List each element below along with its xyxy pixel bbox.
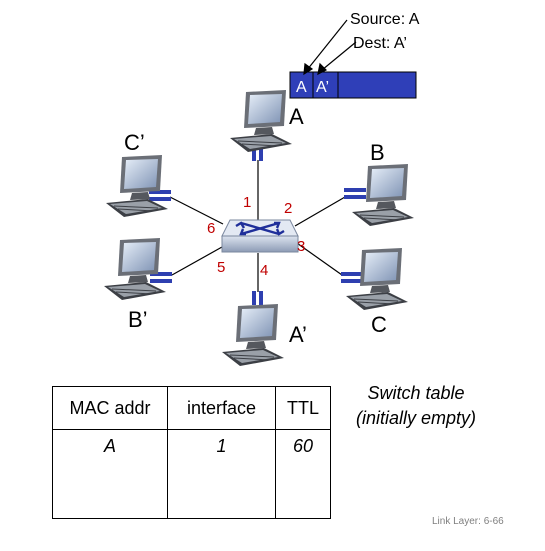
switch-table-caption: Switch table (initially empty): [345, 381, 487, 431]
links: [169, 160, 346, 292]
computer-a-prime-icon: [221, 304, 285, 367]
connectors: [149, 145, 366, 305]
frame-bar: [289, 71, 417, 99]
link-b: [294, 196, 346, 227]
table-row: A 1 60: [52, 429, 331, 519]
col-header-mac: MAC addr: [52, 386, 168, 430]
frame-field-src: A: [296, 79, 307, 96]
port-3-label: 3: [297, 238, 306, 255]
host-label-c: C: [371, 312, 387, 337]
switch-table: MAC addr interface TTL A 1 60: [52, 386, 331, 519]
port-5-label: 5: [217, 259, 226, 276]
computer-c-prime-icon: [105, 155, 169, 218]
link-c: [293, 240, 343, 276]
switch-icon: [221, 219, 299, 253]
frame: A A’: [289, 71, 417, 99]
port-6-label: 6: [207, 220, 216, 237]
caption-line-1: Switch table: [367, 383, 465, 403]
computer-b-prime-icon: [103, 238, 167, 301]
host-label-a-prime: A’: [289, 322, 307, 347]
source-annotation: Source: A: [350, 11, 420, 28]
col-header-interface: interface: [167, 386, 276, 430]
port-1-label: 1: [243, 194, 252, 211]
host-label-c-prime: C’: [124, 130, 145, 155]
frame-field-dst: A’: [316, 79, 329, 96]
port-2-label: 2: [284, 200, 293, 217]
cell-mac: A: [52, 429, 168, 519]
computer-a-icon: [229, 90, 293, 153]
slide-footer: Link Layer: 6-66: [432, 516, 504, 527]
caption-line-2: (initially empty): [355, 408, 477, 428]
host-label-a: A: [289, 104, 304, 129]
host-label-b-prime: B’: [128, 307, 148, 332]
port-4-label: 4: [260, 262, 269, 279]
cell-interface: 1: [167, 429, 276, 519]
link-c-prime: [169, 196, 224, 225]
col-header-ttl: TTL: [275, 386, 331, 430]
annotation-arrows: [303, 19, 357, 76]
link-b-prime: [171, 246, 223, 276]
host-label-b: B: [370, 140, 385, 165]
cell-ttl: 60: [275, 429, 331, 519]
dest-annotation: Dest: A’: [353, 35, 407, 52]
table-header-row: MAC addr interface TTL: [52, 386, 331, 430]
